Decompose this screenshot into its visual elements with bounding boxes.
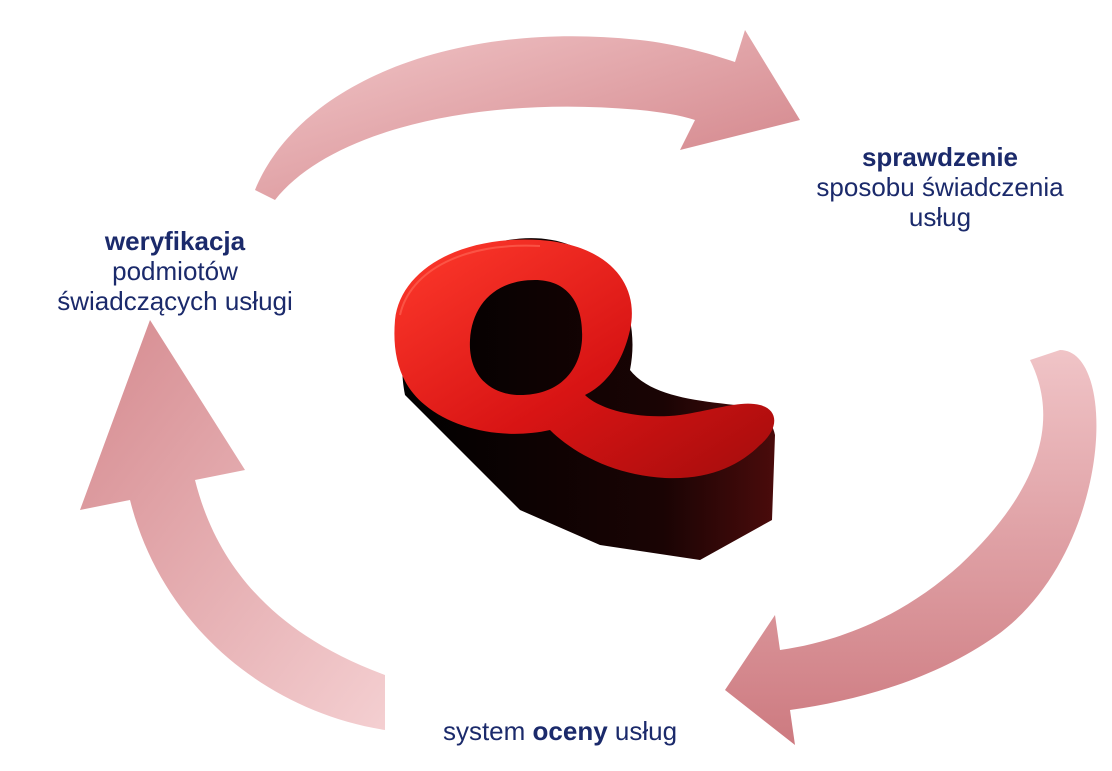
- label-verification-line3: świadczących usługi: [57, 286, 293, 316]
- label-rating-after: usług: [614, 716, 678, 746]
- q-letter-icon: [394, 238, 775, 561]
- label-rating-before: system: [442, 716, 526, 746]
- cycle-arrow-right: [725, 350, 1097, 745]
- label-rating-bold: oceny: [532, 716, 608, 746]
- label-checking-line2: sposobu świadczenia: [816, 172, 1064, 202]
- label-verification-line2: podmiotów: [112, 256, 238, 286]
- label-rating-system: system oceny usług: [380, 716, 740, 746]
- label-checking-bold: sprawdzenie: [861, 142, 1019, 172]
- label-checking-line3: usług: [908, 202, 972, 232]
- label-verification-bold: weryfikacja: [104, 226, 246, 256]
- cycle-arrow-left: [80, 320, 385, 730]
- cycle-arrow-top: [255, 30, 800, 200]
- label-checking: sprawdzenie sposobu świadczenia usług: [770, 142, 1110, 232]
- label-verification: weryfikacja podmiotów świadczących usług…: [10, 226, 340, 316]
